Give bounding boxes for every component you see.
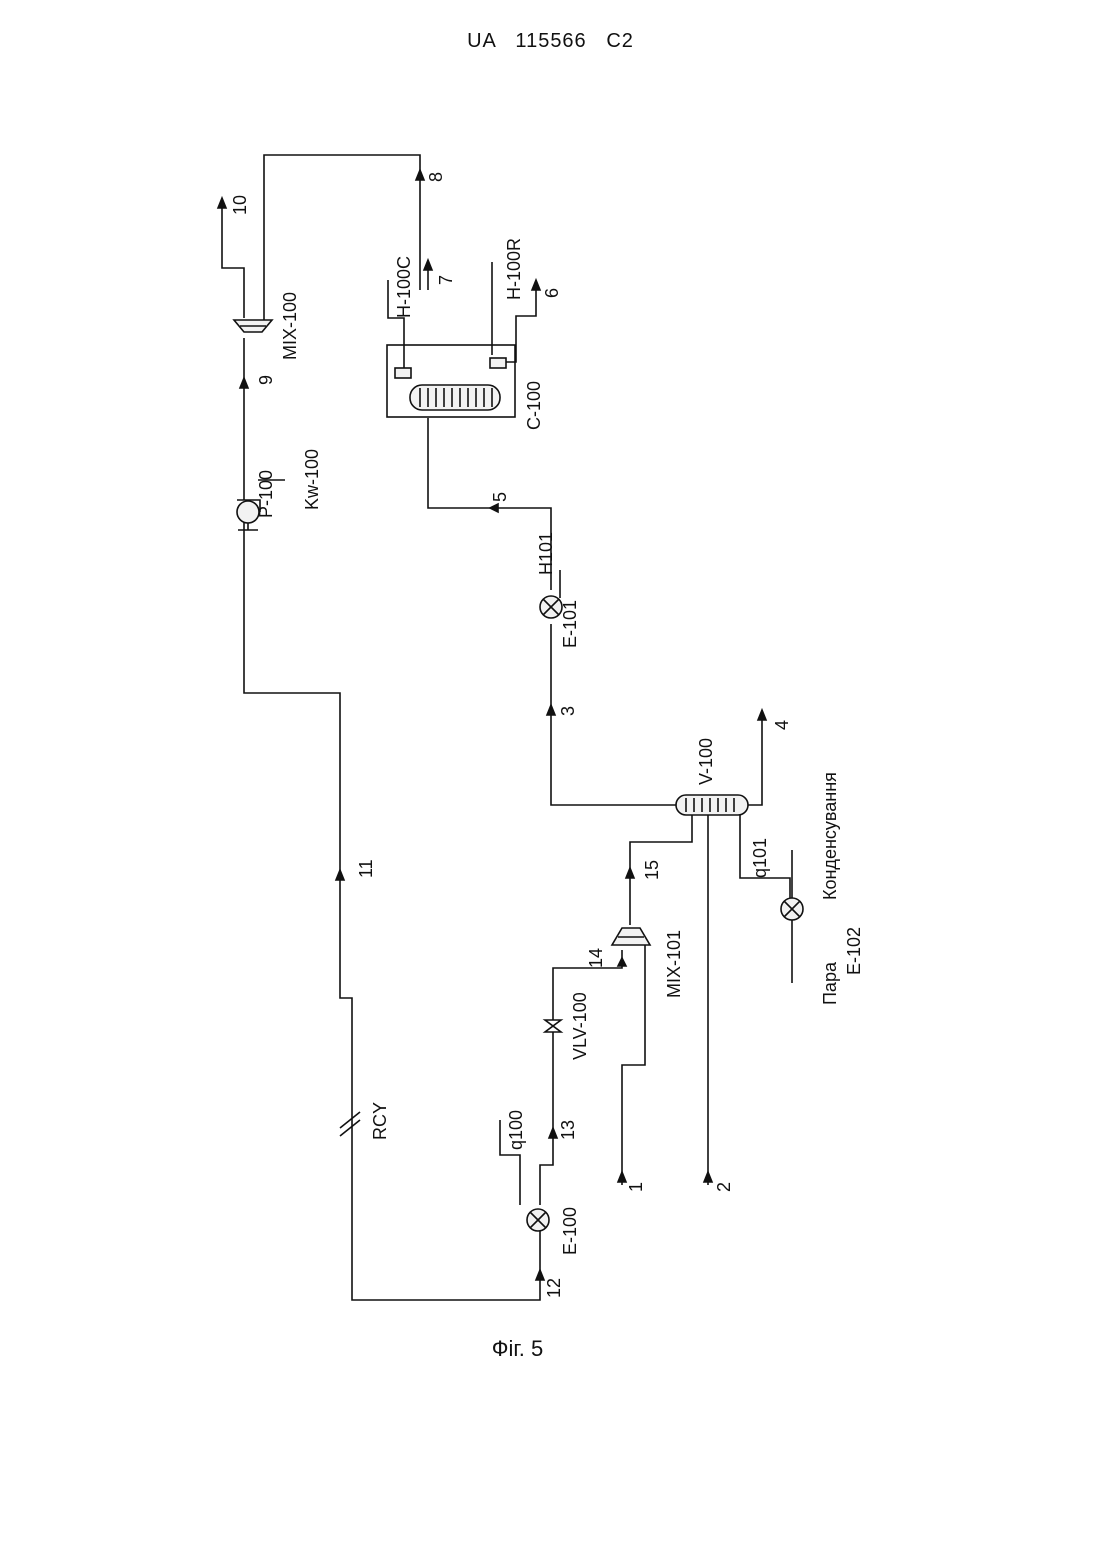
figure-caption: Фіг. 5 xyxy=(0,1336,1035,1362)
arrow-9 xyxy=(240,378,248,388)
heater-e-101 xyxy=(540,596,562,618)
arrow-14 xyxy=(618,958,626,966)
stream-1-line xyxy=(622,945,645,1185)
label-e-101: E-101 xyxy=(560,600,580,648)
label-para: Пара xyxy=(820,961,840,1005)
label-e-100: E-100 xyxy=(560,1207,580,1255)
label-mix-101: MIX-101 xyxy=(664,930,684,998)
label-stream-7: 7 xyxy=(436,275,456,285)
label-stream-11: 11 xyxy=(356,859,376,878)
rcy-break-mark-1 xyxy=(340,1112,360,1128)
label-v-100: V-100 xyxy=(696,738,716,785)
label-q101: q101 xyxy=(750,838,770,878)
label-rcy: RCY xyxy=(370,1102,390,1140)
arrow-4 xyxy=(758,710,766,720)
arrow-3 xyxy=(547,705,555,715)
valve-vlv-100 xyxy=(545,1020,561,1032)
arrow-15 xyxy=(626,868,634,878)
vessel-v-100 xyxy=(676,795,748,815)
label-stream-3: 3 xyxy=(558,706,578,716)
label-e-102: E-102 xyxy=(844,927,864,975)
label-h-100c: H-100C xyxy=(394,256,414,318)
label-q100: q100 xyxy=(506,1110,526,1150)
label-stream-6: 6 xyxy=(542,288,562,298)
arrow-8 xyxy=(416,170,424,180)
label-stream-5: 5 xyxy=(490,492,510,502)
label-stream-8: 8 xyxy=(426,172,446,182)
heater-e-100 xyxy=(527,1209,549,1231)
label-vlv-100: VLV-100 xyxy=(570,992,590,1060)
label-stream-14: 14 xyxy=(586,948,606,968)
stream-10-line xyxy=(222,200,244,318)
label-stream-10: 10 xyxy=(230,195,250,215)
stream-12-line xyxy=(244,522,540,1300)
label-stream-4: 4 xyxy=(772,720,792,730)
column-c-100 xyxy=(387,345,515,417)
stream-4-line xyxy=(748,712,762,805)
label-stream-15: 15 xyxy=(642,860,662,880)
rcy-break-mark-2 xyxy=(340,1120,360,1136)
mixer-mix-100 xyxy=(234,320,272,332)
label-stream-1: 1 xyxy=(626,1182,646,1192)
arrow-7 xyxy=(424,260,432,270)
arrow-1 xyxy=(618,1172,626,1182)
label-stream-12: 12 xyxy=(544,1278,564,1298)
arrow-6 xyxy=(532,280,540,290)
arrow-11 xyxy=(336,870,344,880)
mixer-mix-101 xyxy=(612,928,650,945)
label-h-100r: H-100R xyxy=(504,238,524,300)
arrow-10 xyxy=(218,198,226,208)
label-stream-2: 2 xyxy=(714,1182,734,1192)
label-c-100: C-100 xyxy=(524,381,544,430)
label-kondensuvannya: Конденсування xyxy=(820,772,840,900)
label-kw-100: Kw-100 xyxy=(302,449,322,510)
label-mix-100: MIX-100 xyxy=(280,292,300,360)
arrow-2 xyxy=(704,1172,712,1182)
arrow-13 xyxy=(549,1128,557,1138)
arrow-12 xyxy=(536,1270,544,1280)
label-p-100: P-100 xyxy=(256,470,276,518)
label-h101: H101 xyxy=(536,532,556,575)
stream-5-line xyxy=(428,418,551,590)
stream-13-line xyxy=(540,1032,553,1205)
arrow-5 xyxy=(490,504,498,512)
label-stream-9: 9 xyxy=(256,375,276,385)
heater-e-102 xyxy=(781,898,803,920)
label-stream-13: 13 xyxy=(558,1120,578,1140)
